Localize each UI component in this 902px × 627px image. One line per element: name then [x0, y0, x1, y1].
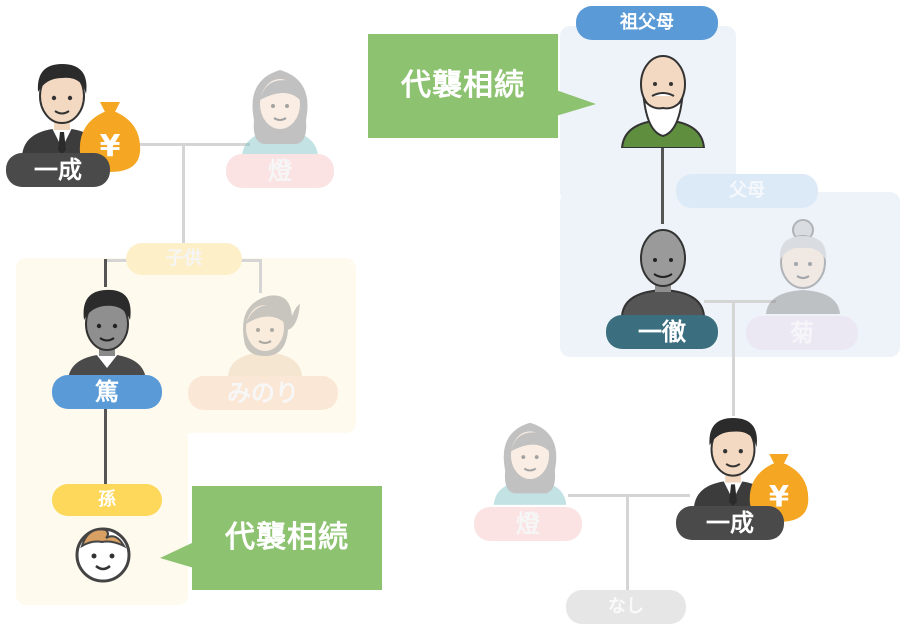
grandparents-label: 祖父母 [576, 6, 718, 40]
grandchild-line [104, 408, 107, 484]
woman-avatar-icon [228, 295, 302, 376]
name-pill-akari-right: 燈 [474, 507, 582, 541]
child-minori-line [259, 259, 262, 293]
no-children-label: なし [566, 590, 686, 624]
young-man-avatar-icon [68, 289, 146, 380]
old-man-avatar-icon [620, 229, 706, 316]
parents-label: 父母 [676, 174, 818, 208]
parents-to-child-line [732, 300, 735, 416]
grandfather-avatar-icon [620, 55, 706, 148]
name-pill-ichinari-left: 一成 [6, 153, 110, 187]
children-label: 子供 [126, 243, 242, 275]
name-pill-akari-left: 燈 [226, 154, 334, 188]
woman-avatar-icon [493, 422, 567, 505]
name-pill-kiku: 菊 [746, 316, 858, 350]
yen-symbol: ¥ [769, 479, 789, 513]
callout-pointer [556, 90, 596, 116]
woman-avatar-icon [242, 70, 318, 156]
baby-face-icon [75, 527, 131, 583]
name-pill-ittetsu: 一徹 [606, 315, 718, 349]
callout-representation-left: 代襲相続 [192, 486, 382, 590]
callout-pointer [160, 542, 194, 568]
grandchild-label: 孫 [52, 484, 162, 516]
grandparent-to-parent-line [661, 148, 664, 224]
child-atsushi-line [104, 259, 107, 287]
yen-symbol: ¥ [100, 129, 121, 164]
children-drop-line [182, 143, 185, 243]
spouse-line-right [568, 494, 690, 497]
name-pill-atsushi: 篤 [52, 375, 162, 409]
parents-spouse-line [704, 300, 776, 303]
old-woman-avatar-icon [766, 219, 840, 314]
name-pill-ichinari-right: 一成 [676, 506, 784, 540]
name-pill-minori: みのり [188, 376, 338, 410]
spouse-line-left [132, 143, 250, 146]
no-children-line [626, 494, 629, 590]
callout-representation-right: 代襲相続 [368, 34, 558, 138]
